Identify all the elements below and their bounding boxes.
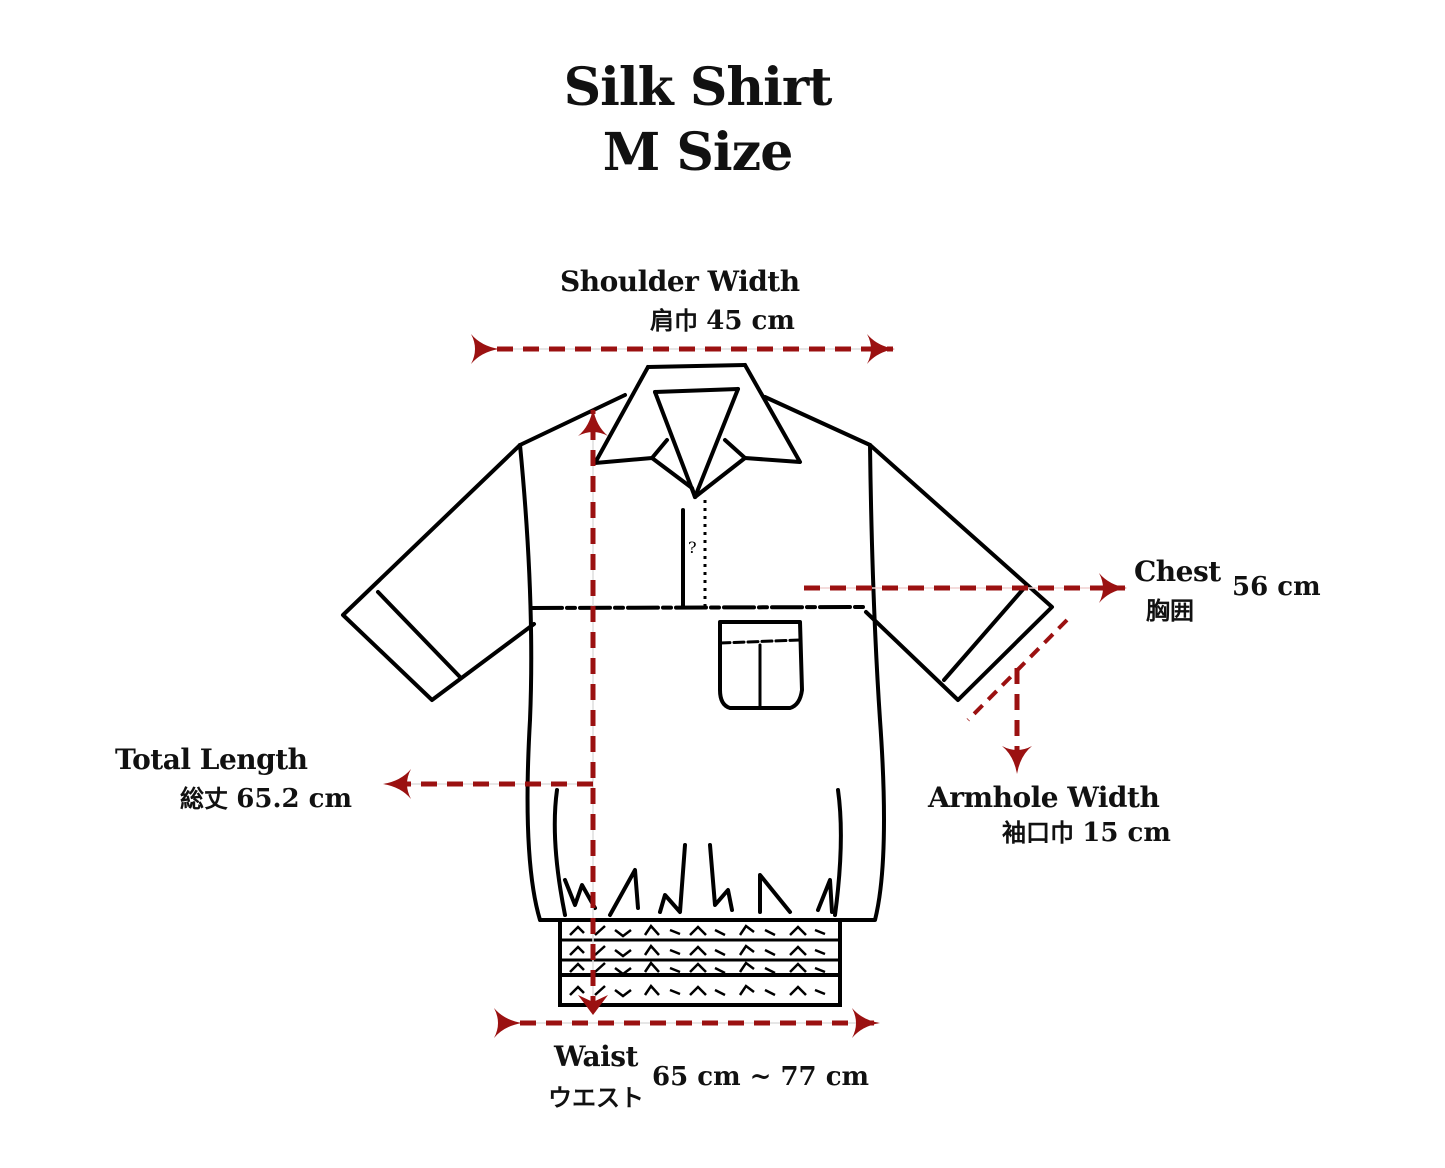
waist-label: Waist xyxy=(554,1040,639,1073)
chest-jp: 胸囲 xyxy=(1146,597,1194,625)
armhole-width-jp: 袖口巾 xyxy=(1002,819,1074,847)
shoulder-width-label: Shoulder Width xyxy=(560,265,800,298)
arrow-head-icon xyxy=(578,995,608,1015)
measurement-lines xyxy=(383,334,1127,1038)
total-length-label: Total Length xyxy=(115,743,308,776)
size-subtitle: M Size xyxy=(602,122,794,183)
total-length-value: 65.2 cm xyxy=(236,784,352,814)
shoulder-width-jp: 肩巾 xyxy=(650,307,698,335)
shirt-outline xyxy=(341,363,1054,922)
armhole-width-value-row: 袖口巾 15 cm xyxy=(1002,818,1171,848)
diagram-title: Silk Shirt xyxy=(563,57,833,118)
total-length-jp: 総丈 xyxy=(180,785,228,813)
waistband xyxy=(558,918,842,1007)
total-length-value-row: 総丈 65.2 cm xyxy=(180,784,352,814)
armhole-width-value: 15 cm xyxy=(1082,818,1171,848)
armhole-width-label: Armhole Width xyxy=(928,781,1160,814)
waist-value: 65 cm ~ 77 cm xyxy=(652,1062,870,1092)
shoulder-width-value-row: 肩巾 45 cm xyxy=(650,306,795,336)
chest-value: 56 cm xyxy=(1232,572,1321,602)
shoulder-width-value: 45 cm xyxy=(706,306,795,336)
chest-label: Chest xyxy=(1134,555,1221,588)
button-icon: ? xyxy=(688,538,697,557)
waist-jp: ウエスト xyxy=(548,1084,644,1112)
